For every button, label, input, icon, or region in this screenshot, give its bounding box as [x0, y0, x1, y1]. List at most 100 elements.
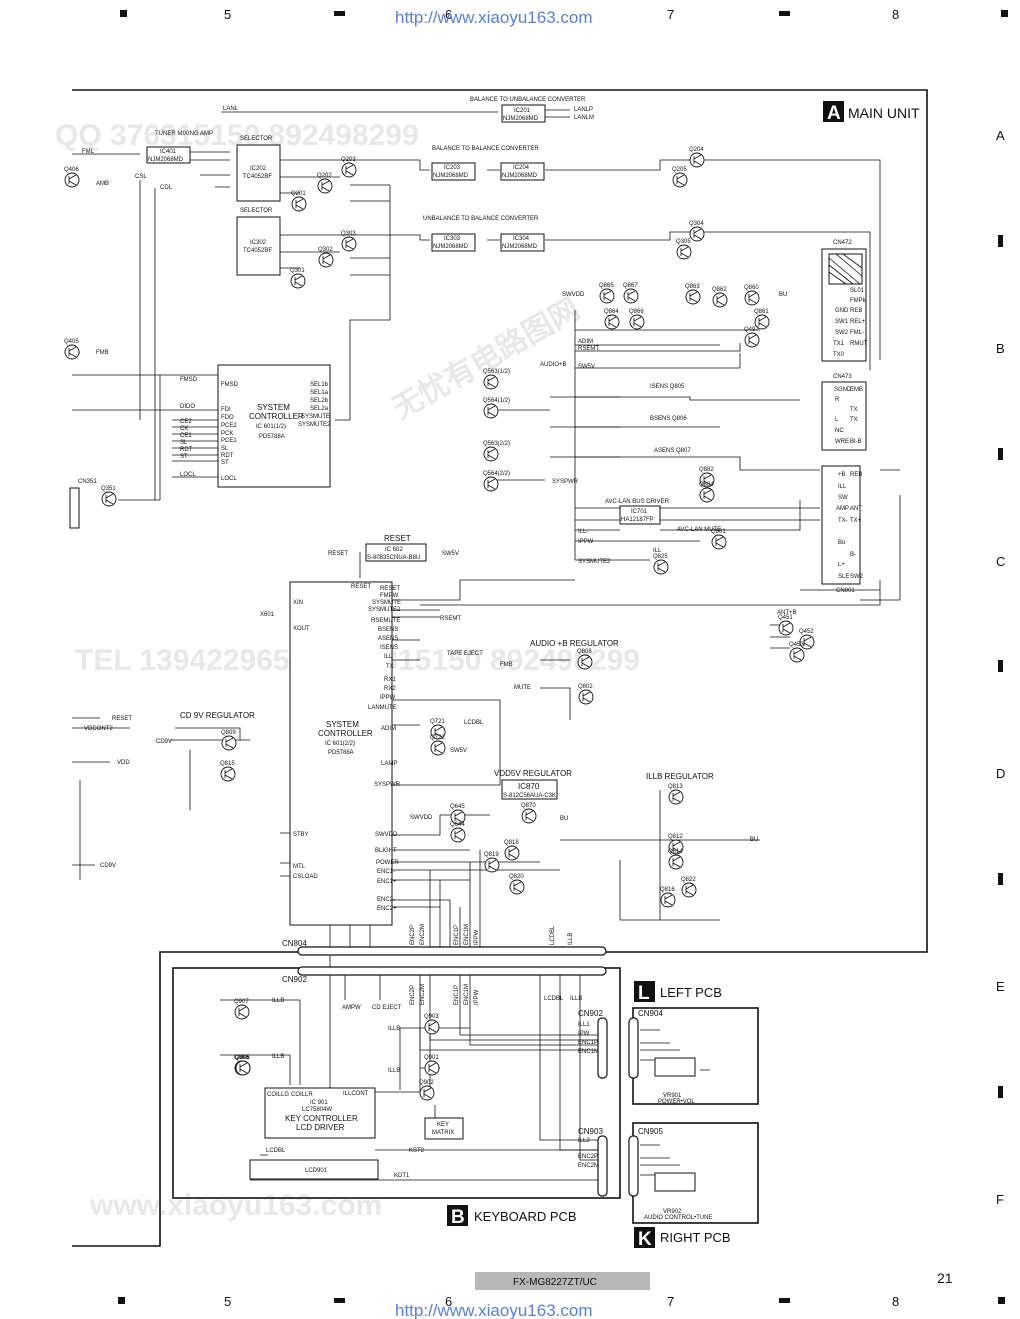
column-label-8-bottom: 8: [892, 1294, 899, 1309]
registration-mark: [998, 1297, 1005, 1304]
registration-mark: [118, 1297, 125, 1304]
svg-text:RIGHT PCB: RIGHT PCB: [660, 1230, 731, 1245]
svg-text:SYSMUTE: SYSMUTE: [301, 414, 330, 420]
svg-text:ISENS Q805: ISENS Q805: [650, 384, 685, 390]
svg-text:LANLM: LANLM: [574, 115, 594, 121]
svg-text:ASENS Q807: ASENS Q807: [654, 448, 691, 454]
transistor-q453: Q453: [789, 642, 805, 663]
svg-text:SYSTEM: SYSTEM: [326, 720, 359, 729]
svg-text:ILL1: ILL1: [578, 1022, 590, 1028]
svg-text:SL: SL: [221, 446, 229, 452]
svg-text:IC701: IC701: [631, 509, 648, 515]
transistor-label: Q814: [668, 849, 683, 855]
svg-text:ENC2P: ENC2P: [410, 985, 416, 1005]
svg-text:ANT: ANT: [850, 506, 862, 512]
svg-text:IPW: IPW: [578, 1031, 590, 1037]
unit-tag-keyboard: B KEYBOARD PCB: [447, 1205, 577, 1228]
transistor-q563-1-2-: Q563(1/2): [483, 369, 510, 390]
svg-text:TAPE EJECT: TAPE EJECT: [447, 651, 483, 657]
svg-text:IC302: IC302: [250, 240, 267, 246]
cn904-label: CN904: [638, 1009, 663, 1018]
svg-text:SELECTOR: SELECTOR: [240, 208, 273, 214]
svg-text:ENC2P: ENC2P: [410, 925, 416, 945]
svg-text:TX+: TX+: [850, 518, 862, 524]
svg-text:ENC1M: ENC1M: [578, 1049, 599, 1055]
svg-text:SW5V: SW5V: [578, 364, 595, 370]
ic601-system-controller-2: SYSTEM CONTROLLER IC 601(2/2) PD5788A RE…: [260, 581, 401, 926]
row-label-d: D: [996, 766, 1005, 781]
transistor-label: Q903: [424, 1014, 439, 1020]
transistor-q201: Q201: [291, 191, 307, 212]
transistor-q452: Q452: [799, 629, 815, 650]
transistor-label: Q815: [220, 761, 235, 767]
svg-text:B: B: [451, 1207, 465, 1228]
svg-text:LANL: LANL: [223, 106, 239, 112]
registration-mark: [779, 11, 790, 16]
transistor-q351: Q351: [101, 486, 117, 507]
svg-text:ILLB: ILLB: [272, 1054, 284, 1060]
svg-text:UNBALANCE TO BALANCE CONVERTER: UNBALANCE TO BALANCE CONVERTER: [423, 216, 539, 222]
svg-text:SW2: SW2: [850, 574, 864, 580]
svg-text:B-: B-: [850, 552, 856, 558]
svg-text:RMUT: RMUT: [850, 341, 868, 347]
svg-text:LCD901: LCD901: [305, 1168, 328, 1174]
svg-text:SLE: SLE: [838, 574, 849, 580]
svg-text:CONTROLLER: CONTROLLER: [318, 729, 373, 738]
transistor-label: Q822: [681, 877, 696, 883]
ic201-balance-converter: BALANCE TO UNBALANCE CONVERTER IC201 NJM…: [223, 97, 594, 123]
transistor-q870: Q870: [521, 803, 537, 824]
svg-text:ENC2M: ENC2M: [420, 984, 426, 1005]
transistor-label: Q303: [341, 231, 356, 237]
transistor-label: Q564(2/2): [483, 471, 510, 477]
svg-text:BU: BU: [750, 837, 758, 843]
footer-url[interactable]: http://www.xiaoyu163.com: [395, 1301, 592, 1319]
transistor-q822: Q822: [681, 877, 697, 898]
svg-text:SYSMUTE2: SYSMUTE2: [298, 422, 331, 428]
svg-text:SEL2a: SEL2a: [310, 406, 329, 412]
transistor-q564-1-2-: Q564(1/2): [483, 398, 510, 419]
svg-text:ENC2M: ENC2M: [420, 924, 426, 945]
svg-text:KEY CONTROLLER: KEY CONTROLLER: [285, 1114, 358, 1123]
svg-text:CE2: CE2: [180, 419, 192, 425]
svg-text:LCDBL: LCDBL: [550, 925, 556, 945]
transistor-q202: Q202: [317, 173, 333, 194]
connector-cn472: CN472 SL01 FMPk GND REB SW1 REL+ SW2 FML…: [821, 240, 868, 362]
transistor-q497: Q497: [744, 327, 760, 348]
svg-text:ENC2P: ENC2P: [578, 1154, 598, 1160]
svg-text:BSENS Q806: BSENS Q806: [650, 416, 687, 422]
svg-text:SYSPWR: SYSPWR: [552, 479, 579, 485]
cn804-label: CN804: [282, 939, 307, 948]
svg-text:FMSD: FMSD: [221, 382, 239, 388]
svg-text:BALANCE TO BALANCE CONVERTER: BALANCE TO BALANCE CONVERTER: [432, 146, 539, 152]
transistor-label: Q813: [668, 784, 683, 790]
svg-text:VR902: VR902: [663, 1209, 682, 1215]
svg-text:NJM2068MD: NJM2068MD: [502, 244, 538, 250]
svg-text:TX-: TX-: [838, 518, 848, 524]
svg-text:IC304: IC304: [513, 236, 530, 242]
svg-text:POWER•VOL: POWER•VOL: [658, 1099, 695, 1105]
column-label-6: 6: [445, 7, 452, 22]
row-label-f: F: [996, 1192, 1004, 1207]
transistor-label: Q801: [711, 529, 726, 535]
svg-text:SEL1a: SEL1a: [310, 390, 329, 396]
transistor-label: Q205: [672, 167, 687, 173]
connector-cn804-bus: CN804 CN902: [282, 939, 607, 984]
svg-text:KEY: KEY: [437, 1122, 449, 1128]
svg-text:SYSMUTE: SYSMUTE: [372, 600, 401, 606]
keyboard-connector-pins: ILL1 IPW ENC1P ENC1M ILL2 ENC2P ENC2M VR…: [578, 1022, 712, 1221]
svg-text:BI-B: BI-B: [850, 439, 862, 445]
svg-text:SW: SW: [838, 495, 848, 501]
header-url[interactable]: http://www.xiaoyu163.com: [395, 8, 592, 27]
svg-text:LCD DRIVER: LCD DRIVER: [296, 1123, 345, 1132]
transistor-q644: Q644: [450, 822, 466, 843]
svg-text:KST2: KST2: [409, 1148, 425, 1154]
svg-text:L: L: [638, 983, 650, 1004]
svg-text:RX2: RX2: [384, 686, 396, 692]
transistor-label: Q644: [450, 822, 465, 828]
ic401-tuner-mixing-amp: TUNER MIXING AMP IC401 NJM2068MD: [146, 131, 213, 164]
svg-text:RX1: RX1: [384, 677, 396, 683]
ic870-vdd5v-regulator: VDD5V REGULATOR IC870 S-812C56AUA-C3K: [494, 769, 572, 800]
svg-text:BU: BU: [779, 292, 787, 298]
row-label-e: E: [996, 979, 1005, 994]
lcd901: LCD901: [249, 1159, 379, 1180]
